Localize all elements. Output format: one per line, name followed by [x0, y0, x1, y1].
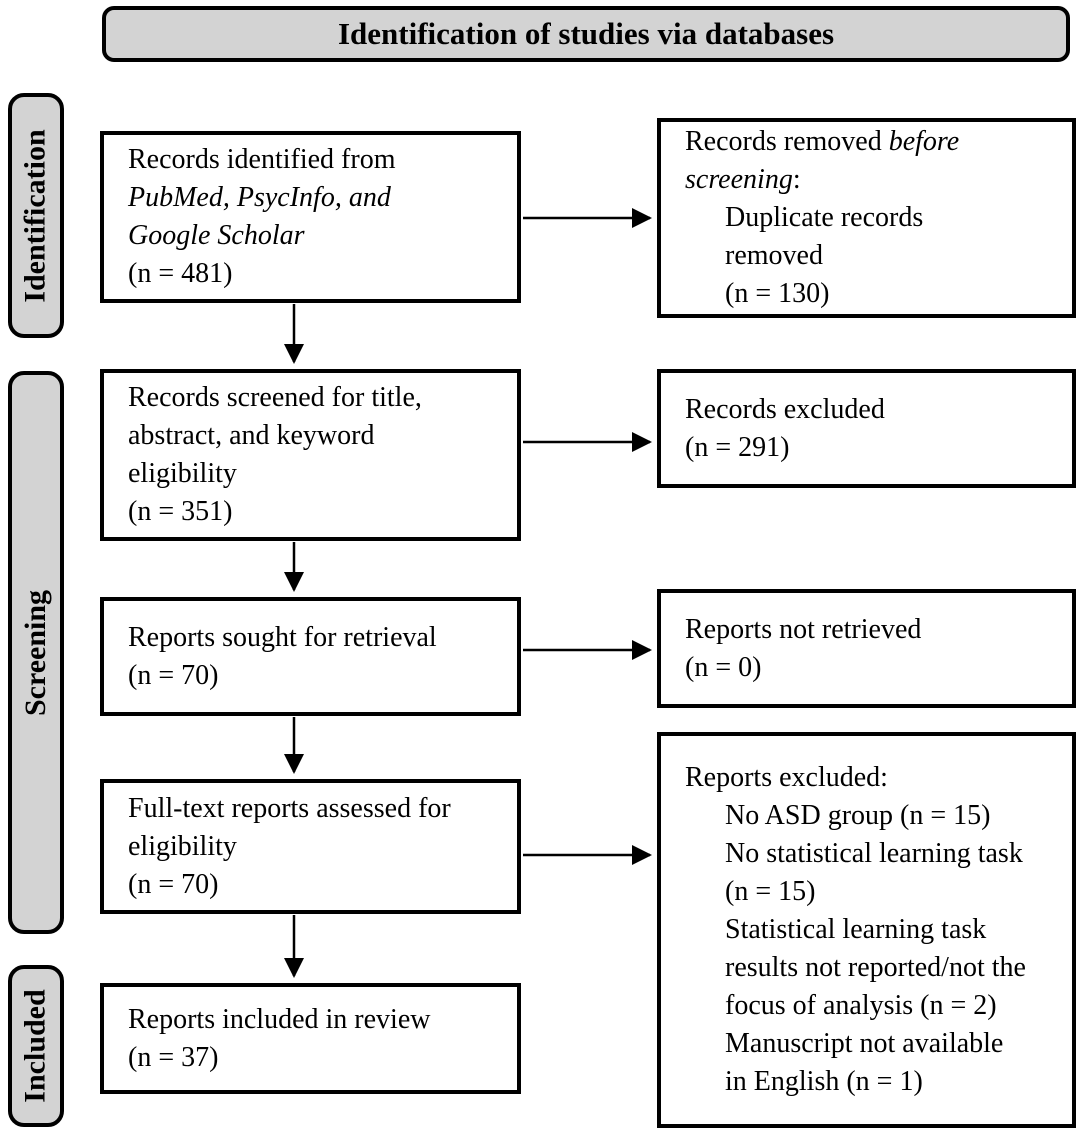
box-line: PubMed, PsycInfo, and [128, 182, 391, 213]
box-line: No statistical learning task [725, 838, 1023, 869]
box-count: (n = 481) [128, 258, 233, 289]
box-line: results not reported/not the [725, 952, 1026, 983]
box-count: (n = 15) [725, 876, 816, 907]
box-line-text: screening [685, 164, 793, 195]
box-reports-sought: Reports sought for retrieval (n = 70) [100, 597, 521, 716]
box-line: Reports sought for retrieval [128, 621, 437, 653]
box-count: (n = 130) [725, 278, 830, 309]
box-line: screening: [685, 161, 1060, 199]
box-count: in English (n = 1) [725, 1066, 923, 1097]
box-count: focus of analysis (n = 2) [725, 990, 997, 1021]
box-line-text: : [792, 164, 801, 195]
box-line: Duplicate records [725, 202, 924, 233]
stage-label-included-text: Included [19, 989, 53, 1103]
box-reports-included: Reports included in review (n = 37) [100, 983, 521, 1094]
diagram-title: Identification of studies via databases [337, 16, 835, 51]
box-count: (n = 70) [128, 659, 219, 691]
box-count: (n = 291) [685, 431, 790, 463]
box-records-excluded: Records excluded (n = 291) [657, 369, 1076, 488]
box-line: eligibility [128, 830, 237, 862]
box-line: Full-text reports assessed for [128, 792, 451, 824]
box-line: removed [725, 240, 823, 271]
box-records-screened: Records screened for title, abstract, an… [100, 369, 521, 541]
box-records-removed-before-screening: Records removed before screening: Duplic… [657, 118, 1076, 318]
box-count: (n = 70) [128, 868, 219, 900]
box-reports-excluded: Reports excluded: No ASD group (n = 15) … [657, 732, 1076, 1128]
box-count: (n = 351) [128, 496, 233, 527]
box-line-text: before [888, 126, 960, 157]
box-line: Records excluded [685, 393, 885, 425]
box-count: (n = 37) [128, 1041, 219, 1073]
box-line: Records screened for title, [128, 382, 422, 413]
box-records-identified: Records identified from PubMed, PsycInfo… [100, 131, 521, 303]
box-line: No ASD group (n = 15) [725, 800, 991, 831]
box-reports-not-retrieved: Reports not retrieved (n = 0) [657, 589, 1076, 708]
box-line: Statistical learning task [725, 914, 987, 945]
box-fulltext-assessed: Full-text reports assessed for eligibili… [100, 779, 521, 914]
stage-label-identification-text: Identification [19, 128, 52, 303]
stage-label-identification: Identification [8, 93, 64, 338]
box-line: eligibility [128, 458, 237, 489]
box-line-text: Records removed [685, 126, 889, 157]
stage-label-screening-text: Screening [19, 589, 53, 716]
box-count: (n = 0) [685, 651, 762, 683]
box-line: Records removed before [685, 123, 1060, 161]
box-line: Reports excluded: [685, 762, 888, 793]
box-line: Records identified from [128, 144, 396, 175]
box-line: Reports included in review [128, 1003, 431, 1035]
box-line: Google Scholar [128, 220, 305, 251]
box-line: Reports not retrieved [685, 613, 922, 645]
box-line: abstract, and keyword [128, 420, 375, 451]
stage-label-screening: Screening [8, 371, 64, 934]
stage-label-included: Included [8, 965, 64, 1127]
box-line: Manuscript not available [725, 1028, 1004, 1059]
diagram-header: Identification of studies via databases [102, 6, 1070, 62]
